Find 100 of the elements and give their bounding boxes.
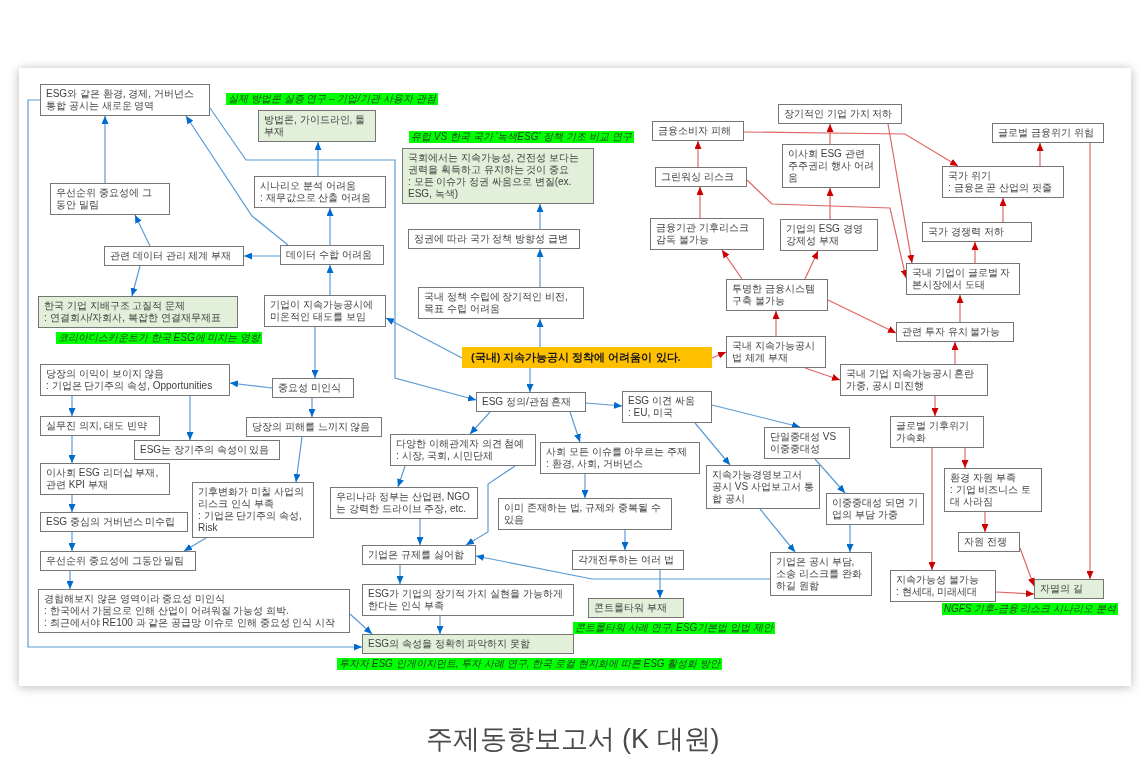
statement-text: 각개전투하는 여러 법 bbox=[578, 554, 675, 566]
statement-box bbox=[944, 468, 1042, 512]
statement-text: 이미 존재하는 법, 규제와 중복될 수 있음 bbox=[504, 502, 662, 526]
statement-text: 우선순위 중요성에 그동안 밀림 bbox=[46, 555, 186, 567]
statement-box bbox=[780, 219, 878, 251]
arrow bbox=[68, 395, 76, 417]
arrow bbox=[743, 131, 959, 167]
statement-text: 중요성 미인식 bbox=[278, 382, 342, 394]
arrow bbox=[134, 214, 151, 247]
statement-text: 기업의 ESG 경영 강제성 부재 bbox=[786, 223, 864, 247]
arrow bbox=[308, 397, 316, 418]
statement-box bbox=[726, 279, 828, 311]
arrow bbox=[961, 447, 969, 469]
statement-text: (국내) 지속가능공시 정착에 어려움이 있다. bbox=[471, 351, 682, 364]
highlighted-note: 유럽 VS 한국 국가 '녹색ESG' 정책 기조 비교 연구 bbox=[409, 131, 634, 143]
arrow bbox=[229, 380, 273, 389]
statement-text: 지속가능성 불가능 bbox=[896, 574, 980, 586]
statement-text: 국내 기업이 글로벌 자본시장에서 도태 bbox=[912, 267, 1012, 291]
arrow bbox=[656, 569, 664, 599]
arrow bbox=[396, 564, 404, 585]
statement-text: ESG와 같은 환경, 경제, 거버넌스 통합 공시는 새로운 영역 bbox=[46, 88, 195, 112]
statement-box bbox=[476, 392, 586, 412]
statement-box bbox=[104, 246, 244, 266]
statement-box bbox=[38, 589, 350, 633]
arrow bbox=[68, 531, 76, 552]
statement-box bbox=[280, 245, 384, 265]
statement-box bbox=[655, 167, 747, 187]
arrow bbox=[185, 115, 289, 246]
statement-box bbox=[418, 287, 584, 319]
arrow bbox=[931, 395, 939, 417]
statement-box bbox=[890, 570, 996, 602]
arrow bbox=[887, 123, 915, 264]
arrow bbox=[569, 411, 581, 443]
statement-box bbox=[362, 584, 574, 616]
statement-text: 경험해보지 않은 영역이라 중요성 미인식 bbox=[44, 593, 227, 605]
statement-box bbox=[40, 416, 160, 436]
arrow bbox=[971, 241, 979, 264]
statement-text: 국회에서는 지속가능성, 건전성 보다는 권력을 획득하고 유지하는 것이 중요 bbox=[408, 152, 581, 176]
statement-text: 이사회 ESG 관련 주주권리 행사 어려움 bbox=[788, 148, 874, 184]
statement-box bbox=[540, 442, 700, 474]
statement-box bbox=[652, 121, 744, 141]
statement-box bbox=[390, 434, 536, 466]
statement-box bbox=[958, 532, 1020, 552]
statement-box bbox=[50, 183, 170, 215]
arrow bbox=[416, 518, 424, 546]
statement-text: 글로벌 기후위기 가속화 bbox=[896, 420, 970, 444]
arrow bbox=[711, 404, 801, 429]
statement-text: 데이터 수합 어려움 bbox=[286, 249, 373, 261]
arrow bbox=[928, 447, 936, 571]
arrow bbox=[130, 265, 141, 297]
highlighted-statement-box bbox=[258, 110, 376, 142]
arrow bbox=[826, 187, 834, 220]
detail-text: : 연결회사/자회사, 복잡한 연결재무제표 bbox=[44, 312, 222, 324]
central-issue-box bbox=[462, 347, 712, 368]
statement-text: 국내 정책 수립에 장기적인 비전, 목표 수립 어려움 bbox=[424, 291, 569, 315]
arrow bbox=[27, 99, 363, 651]
arrow bbox=[696, 186, 704, 219]
detail-text: : 현세대, 미래세대 bbox=[896, 586, 979, 598]
statement-box bbox=[362, 545, 476, 565]
arrow bbox=[746, 179, 908, 279]
statement-text: 당장의 피해를 느끼지 않음 bbox=[252, 421, 372, 433]
arrow bbox=[326, 207, 334, 246]
statement-text: ESG 이견 싸움 bbox=[628, 395, 696, 407]
statement-text: 시나리오 분석 어려움 bbox=[260, 180, 357, 192]
statement-text: 방법론, 가이드라인, 툴 부재 bbox=[264, 114, 367, 138]
statement-box bbox=[272, 378, 354, 398]
statement-text: 한국 기업 지배구조 고질적 문제 bbox=[44, 300, 187, 312]
arrow bbox=[585, 401, 623, 409]
statement-box bbox=[622, 391, 712, 423]
statement-box bbox=[706, 465, 820, 509]
arrow bbox=[66, 570, 74, 590]
arrow bbox=[721, 249, 743, 280]
detail-text: : 최근에서야 RE100 과 같은 공급망 이슈로 인해 중요성 인식 시작 bbox=[44, 617, 337, 629]
arrow bbox=[694, 422, 731, 466]
arrow bbox=[956, 294, 964, 323]
arrow bbox=[536, 248, 544, 288]
statement-box bbox=[40, 551, 196, 571]
statement-box bbox=[40, 512, 188, 532]
arrow bbox=[68, 494, 76, 513]
statement-text: 정권에 따라 국가 정책 방향성 급변 bbox=[414, 233, 569, 245]
arrow bbox=[101, 115, 109, 184]
statement-text: 기업은 규제를 싫어함 bbox=[368, 549, 465, 561]
highlighted-note: 콘트롤타워 사례 연구, ESG기본법 입법 제안 bbox=[573, 622, 775, 634]
statement-text: ESG는 장기주의 속성이 있음 bbox=[140, 444, 271, 456]
arrow bbox=[711, 351, 727, 359]
arrow bbox=[314, 141, 322, 177]
statement-box bbox=[40, 84, 210, 116]
statement-box bbox=[942, 166, 1064, 198]
arrow bbox=[186, 395, 194, 441]
statement-box bbox=[40, 364, 230, 396]
statement-box bbox=[40, 463, 170, 495]
arrow bbox=[326, 264, 334, 296]
statement-box bbox=[826, 493, 924, 525]
arrow bbox=[536, 203, 544, 230]
statement-text: ESG가 기업의 장기적 가치 실현을 가능하게 한다는 인식 부족 bbox=[368, 588, 564, 612]
statement-text: 기업은 공시 부담, 소송 리스크를 완화하길 원함 bbox=[776, 556, 863, 592]
statement-text: ESG 중심의 거버넌스 미수립 bbox=[46, 516, 177, 528]
detail-text: : 한국에서 가뭄으로 인해 산업이 어려워질 가능성 희박. bbox=[44, 605, 290, 617]
statement-text: 국내 지속가능공시 법 체계 부재 bbox=[732, 340, 816, 364]
arrow bbox=[1019, 547, 1035, 587]
